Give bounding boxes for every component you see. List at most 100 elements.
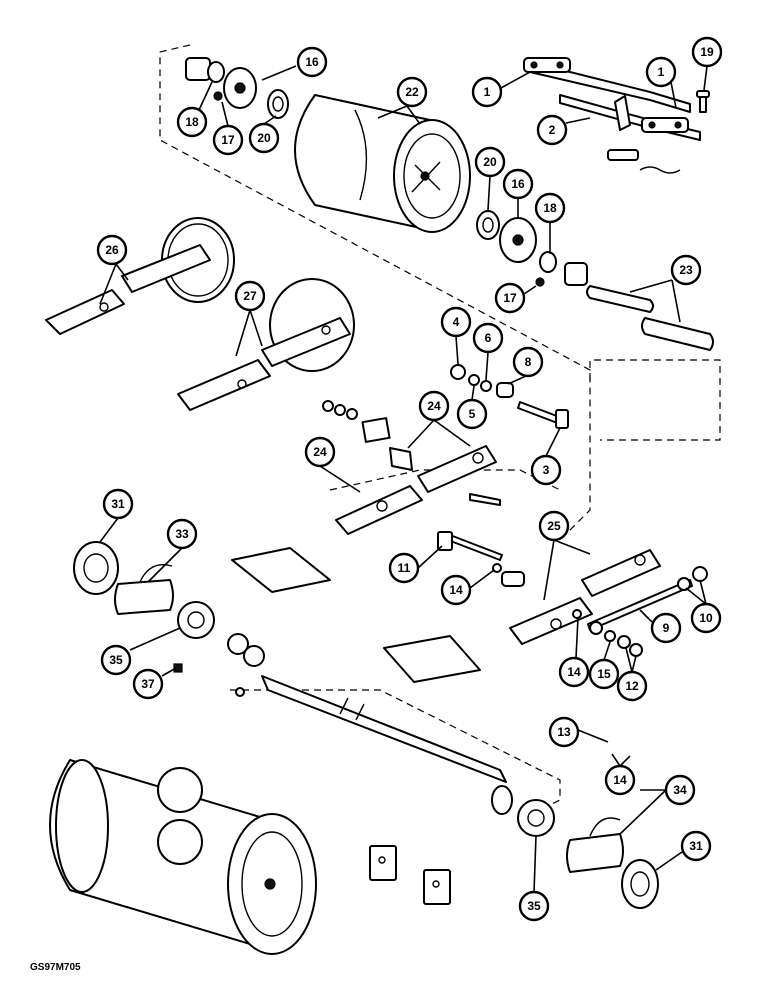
svg-text:14: 14 xyxy=(449,583,463,597)
arm-24 xyxy=(335,417,501,535)
belt-arm-27 xyxy=(177,278,355,411)
leader-lines xyxy=(99,65,708,893)
callout-4: 4 xyxy=(440,306,472,338)
svg-text:24: 24 xyxy=(313,445,327,459)
callout-1-a: 1 xyxy=(471,76,503,108)
callout-17-a: 17 xyxy=(212,124,244,156)
assembly-guide-lines xyxy=(159,44,721,811)
svg-text:5: 5 xyxy=(469,407,476,421)
callout-17-b: 17 xyxy=(494,282,526,314)
callout-35-a: 35 xyxy=(100,644,132,676)
svg-text:15: 15 xyxy=(597,667,611,681)
lower-right-drive-set xyxy=(491,785,659,909)
callout-18-a: 18 xyxy=(176,106,208,138)
svg-text:22: 22 xyxy=(405,85,419,99)
lower-left-drive-set xyxy=(73,541,265,673)
svg-text:9: 9 xyxy=(663,621,670,635)
callout-26: 26 xyxy=(96,234,128,266)
callout-31-a: 31 xyxy=(102,488,134,520)
svg-text:14: 14 xyxy=(567,665,581,679)
callout-3: 3 xyxy=(530,454,562,486)
callout-35-b: 35 xyxy=(518,890,550,922)
callout-2: 2 xyxy=(536,114,568,146)
upper-left-bearing-set xyxy=(185,57,289,119)
svg-text:4: 4 xyxy=(453,315,460,329)
bolt-washer-set xyxy=(322,364,569,429)
upper-drum xyxy=(294,94,471,233)
svg-text:17: 17 xyxy=(503,291,517,305)
upper-right-bearing-set xyxy=(476,210,588,287)
callout-27: 27 xyxy=(234,280,266,312)
svg-text:20: 20 xyxy=(257,131,271,145)
callout-5: 5 xyxy=(456,398,488,430)
svg-text:31: 31 xyxy=(111,497,125,511)
svg-text:1: 1 xyxy=(484,85,491,99)
callout-6: 6 xyxy=(472,322,504,354)
svg-text:24: 24 xyxy=(427,399,441,413)
drawing-code-label: GS97M705 xyxy=(30,962,81,973)
svg-text:25: 25 xyxy=(547,519,561,533)
callout-16-a: 16 xyxy=(296,46,328,78)
svg-text:33: 33 xyxy=(175,527,189,541)
svg-text:23: 23 xyxy=(679,263,693,277)
callout-group: 1 1 19 2 16 18 17 20 22 20 16 18 17 23 2… xyxy=(96,36,723,922)
callout-1-b: 1 xyxy=(645,56,677,88)
svg-text:12: 12 xyxy=(625,679,639,693)
callout-14-c: 14 xyxy=(604,764,636,796)
svg-text:3: 3 xyxy=(543,463,550,477)
svg-text:14: 14 xyxy=(613,773,627,787)
callout-19: 19 xyxy=(691,36,723,68)
svg-text:35: 35 xyxy=(527,899,541,913)
svg-text:31: 31 xyxy=(689,839,703,853)
svg-text:27: 27 xyxy=(243,289,257,303)
lower-drum xyxy=(49,759,317,955)
callout-8: 8 xyxy=(512,346,544,378)
svg-text:26: 26 xyxy=(105,243,119,257)
callout-12: 12 xyxy=(616,670,648,702)
shield-plates xyxy=(231,547,481,905)
svg-text:10: 10 xyxy=(699,611,713,625)
callout-24-b: 24 xyxy=(304,436,336,468)
callout-9: 9 xyxy=(650,612,682,644)
callout-14-a: 14 xyxy=(440,574,472,606)
callout-20-b: 20 xyxy=(474,146,506,178)
callout-24-a: 24 xyxy=(418,390,450,422)
callout-16-b: 16 xyxy=(502,168,534,200)
callout-22: 22 xyxy=(396,76,428,108)
callout-11: 11 xyxy=(388,552,420,584)
svg-text:2: 2 xyxy=(549,123,556,137)
callout-13: 13 xyxy=(548,716,580,748)
svg-text:16: 16 xyxy=(305,55,319,69)
callout-34: 34 xyxy=(664,774,696,806)
svg-text:6: 6 xyxy=(485,331,492,345)
callout-33: 33 xyxy=(166,518,198,550)
svg-text:19: 19 xyxy=(700,45,714,59)
svg-text:34: 34 xyxy=(673,783,687,797)
belt-arm-26 xyxy=(45,217,235,335)
callout-37: 37 xyxy=(132,668,164,700)
callout-23: 23 xyxy=(670,254,702,286)
svg-text:11: 11 xyxy=(398,561,411,575)
callout-14-b: 14 xyxy=(558,656,590,688)
svg-text:8: 8 xyxy=(525,355,532,369)
upper-shafts xyxy=(586,285,714,351)
callout-15: 15 xyxy=(588,658,620,690)
svg-text:18: 18 xyxy=(185,115,199,129)
lower-shaft xyxy=(235,675,507,783)
callout-25: 25 xyxy=(538,510,570,542)
svg-text:37: 37 xyxy=(141,677,155,691)
svg-text:35: 35 xyxy=(109,653,123,667)
callout-18-b: 18 xyxy=(534,192,566,224)
callout-10: 10 xyxy=(690,602,722,634)
svg-text:17: 17 xyxy=(221,133,235,147)
svg-text:13: 13 xyxy=(557,725,571,739)
svg-text:1: 1 xyxy=(658,65,665,79)
chain-guide-assembly xyxy=(523,57,710,174)
svg-text:18: 18 xyxy=(543,201,557,215)
arm-25 xyxy=(437,531,708,657)
svg-text:20: 20 xyxy=(483,155,497,169)
callout-20-a: 20 xyxy=(248,122,280,154)
svg-text:16: 16 xyxy=(511,177,525,191)
callout-31-b: 31 xyxy=(680,830,712,862)
